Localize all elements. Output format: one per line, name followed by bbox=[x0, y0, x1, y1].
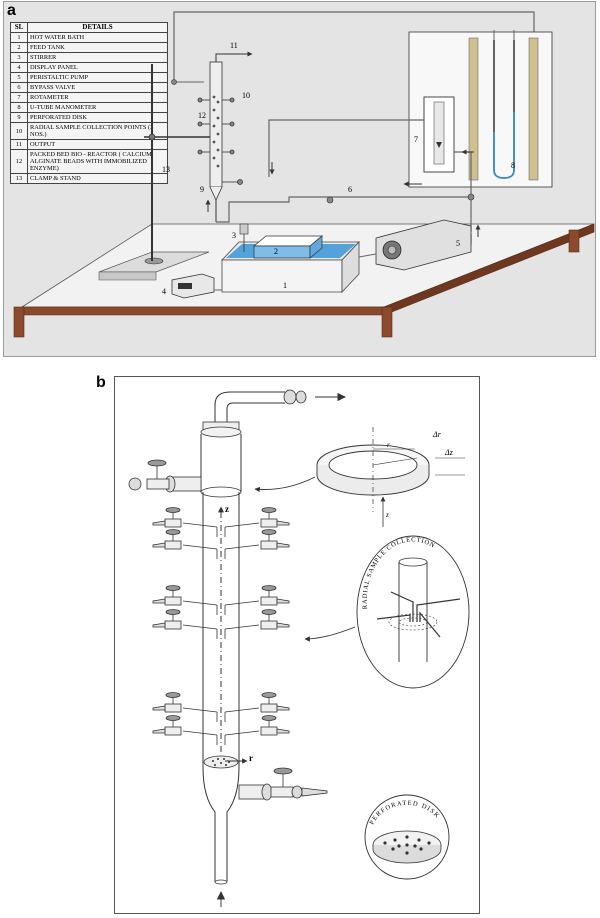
callout-numbers: 1 2 3 4 5 6 7 8 9 10 11 12 13 bbox=[162, 41, 515, 296]
stirrer-icon bbox=[239, 223, 249, 235]
legend-row-details: PACKED BED BIO - REACTOR ( CALCIUM ALGIN… bbox=[27, 149, 168, 174]
pointer-radial bbox=[304, 626, 356, 642]
sample-port-valve bbox=[152, 529, 218, 559]
ring-z-label: z bbox=[385, 511, 389, 519]
sample-port-valve bbox=[152, 692, 218, 722]
side-valve-upper bbox=[128, 459, 202, 493]
callout-11: 11 bbox=[230, 41, 238, 50]
radial-detail-circle bbox=[356, 535, 470, 689]
sample-port-valve bbox=[224, 715, 290, 745]
callout-12: 12 bbox=[198, 111, 206, 120]
sample-port-valve bbox=[224, 692, 290, 722]
tubing-return bbox=[268, 119, 424, 177]
main-column bbox=[202, 492, 240, 767]
tubing-feed bbox=[216, 196, 471, 223]
ring-r-label: r bbox=[387, 441, 390, 449]
ring-element bbox=[316, 427, 465, 527]
legend-row-details: CLAMP & STAND bbox=[27, 173, 168, 184]
outlet-bend bbox=[214, 391, 285, 422]
sample-port-valve bbox=[224, 529, 290, 559]
rotameter-tube bbox=[433, 101, 445, 165]
reactor-detail-drawing: z r bbox=[115, 377, 470, 907]
peristaltic-pump bbox=[375, 219, 472, 271]
callout-7: 7 bbox=[414, 135, 418, 144]
sample-port-valve bbox=[152, 507, 218, 537]
callout-2: 2 bbox=[274, 247, 278, 256]
callout-3: 3 bbox=[232, 231, 236, 240]
sample-port-valve bbox=[224, 609, 290, 639]
feed-tank-front bbox=[253, 245, 311, 259]
sample-port-valve bbox=[224, 585, 290, 615]
water-bath-side bbox=[341, 240, 360, 294]
callout-9: 9 bbox=[200, 185, 204, 194]
sample-port-valve bbox=[152, 585, 218, 615]
perforated-disk-detail bbox=[364, 794, 450, 880]
panel-b: z r bbox=[114, 376, 480, 914]
stand-foot bbox=[144, 257, 164, 265]
z-axis-label: z bbox=[225, 504, 229, 514]
water-bath-front bbox=[221, 259, 343, 293]
bypass-valve-icon bbox=[326, 196, 334, 204]
pointer-ring bbox=[254, 476, 316, 493]
sample-ports bbox=[152, 507, 290, 745]
callout-4: 4 bbox=[162, 287, 166, 296]
sample-port-valve bbox=[152, 715, 218, 745]
column-bottom bbox=[202, 766, 240, 882]
callout-13: 13 bbox=[162, 165, 170, 174]
display-panel bbox=[171, 273, 215, 299]
callout-5: 5 bbox=[456, 239, 460, 248]
apparatus-drawing: 1 2 3 4 5 6 7 8 9 10 11 12 13 bbox=[13, 11, 595, 338]
r-axis-label: r bbox=[249, 753, 253, 763]
delta-z-label: Δz bbox=[444, 448, 454, 457]
table-leg-back-right bbox=[568, 229, 580, 253]
table-leg-front-left bbox=[13, 306, 25, 338]
scale-left bbox=[468, 37, 479, 181]
sample-port-valve bbox=[152, 609, 218, 639]
callout-1: 1 bbox=[283, 281, 287, 290]
tubing-top bbox=[173, 11, 535, 80]
side-valve-lower bbox=[238, 767, 328, 801]
sample-port-valve bbox=[224, 507, 290, 537]
callout-8: 8 bbox=[511, 161, 515, 170]
callout-10: 10 bbox=[242, 91, 250, 100]
radial-sample-valves bbox=[197, 97, 243, 185]
table-leg-front-right bbox=[381, 306, 393, 338]
scale-right bbox=[528, 37, 539, 181]
panel-a-letter: a bbox=[7, 2, 16, 19]
table-front-edge bbox=[21, 306, 385, 316]
callout-6: 6 bbox=[348, 185, 352, 194]
reactor-beads bbox=[212, 95, 220, 168]
reactor-column bbox=[209, 61, 223, 188]
panel-b-letter: b bbox=[96, 374, 106, 391]
delta-r-label: Δr bbox=[432, 430, 442, 439]
